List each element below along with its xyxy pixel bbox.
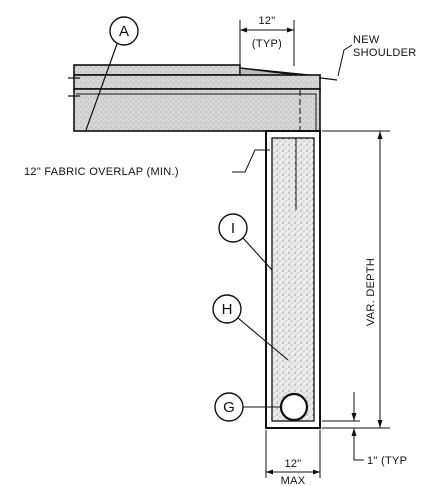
surface-course bbox=[73, 64, 241, 76]
var-depth-label: VAR. DEPTH bbox=[365, 258, 377, 326]
callout-i-letter: I bbox=[231, 220, 235, 237]
fabric-overlap-label: 12" FABRIC OVERLAP (MIN.) bbox=[24, 149, 270, 178]
callout-h-letter: H bbox=[222, 301, 233, 318]
callout-a-letter: A bbox=[119, 23, 129, 40]
new-shoulder-label: NEW SHOULDER bbox=[337, 34, 417, 77]
drain-pipe bbox=[279, 392, 309, 422]
top-dimension: 12" (TYP) bbox=[239, 15, 295, 66]
one-inch-dimension: 1" (TYP bbox=[322, 392, 407, 467]
bottom-dimension: 12" MAX bbox=[265, 430, 321, 486]
subbase-course bbox=[73, 88, 321, 132]
new-shoulder-line1: NEW bbox=[353, 34, 380, 46]
bottom-dim-value: 12" bbox=[284, 458, 301, 470]
pavement-layers bbox=[68, 64, 338, 132]
top-dim-note: (TYP) bbox=[252, 38, 282, 50]
fabric-overlap-text: 12" FABRIC OVERLAP (MIN.) bbox=[24, 166, 179, 178]
var-depth-dimension: VAR. DEPTH bbox=[322, 130, 390, 429]
edge-drain-trench bbox=[265, 90, 321, 429]
bottom-dim-note: MAX bbox=[281, 475, 306, 486]
callout-a: A bbox=[85, 16, 139, 131]
filter-fabric bbox=[271, 137, 315, 422]
callout-g: G bbox=[214, 392, 281, 422]
top-dim-value: 12" bbox=[258, 15, 275, 27]
callout-g-letter: G bbox=[223, 399, 235, 416]
one-inch-label: 1" (TYP bbox=[367, 455, 407, 467]
new-shoulder-line2: SHOULDER bbox=[353, 47, 417, 59]
callout-i: I bbox=[218, 213, 273, 271]
callout-h: H bbox=[212, 294, 289, 361]
base-course bbox=[73, 74, 321, 90]
